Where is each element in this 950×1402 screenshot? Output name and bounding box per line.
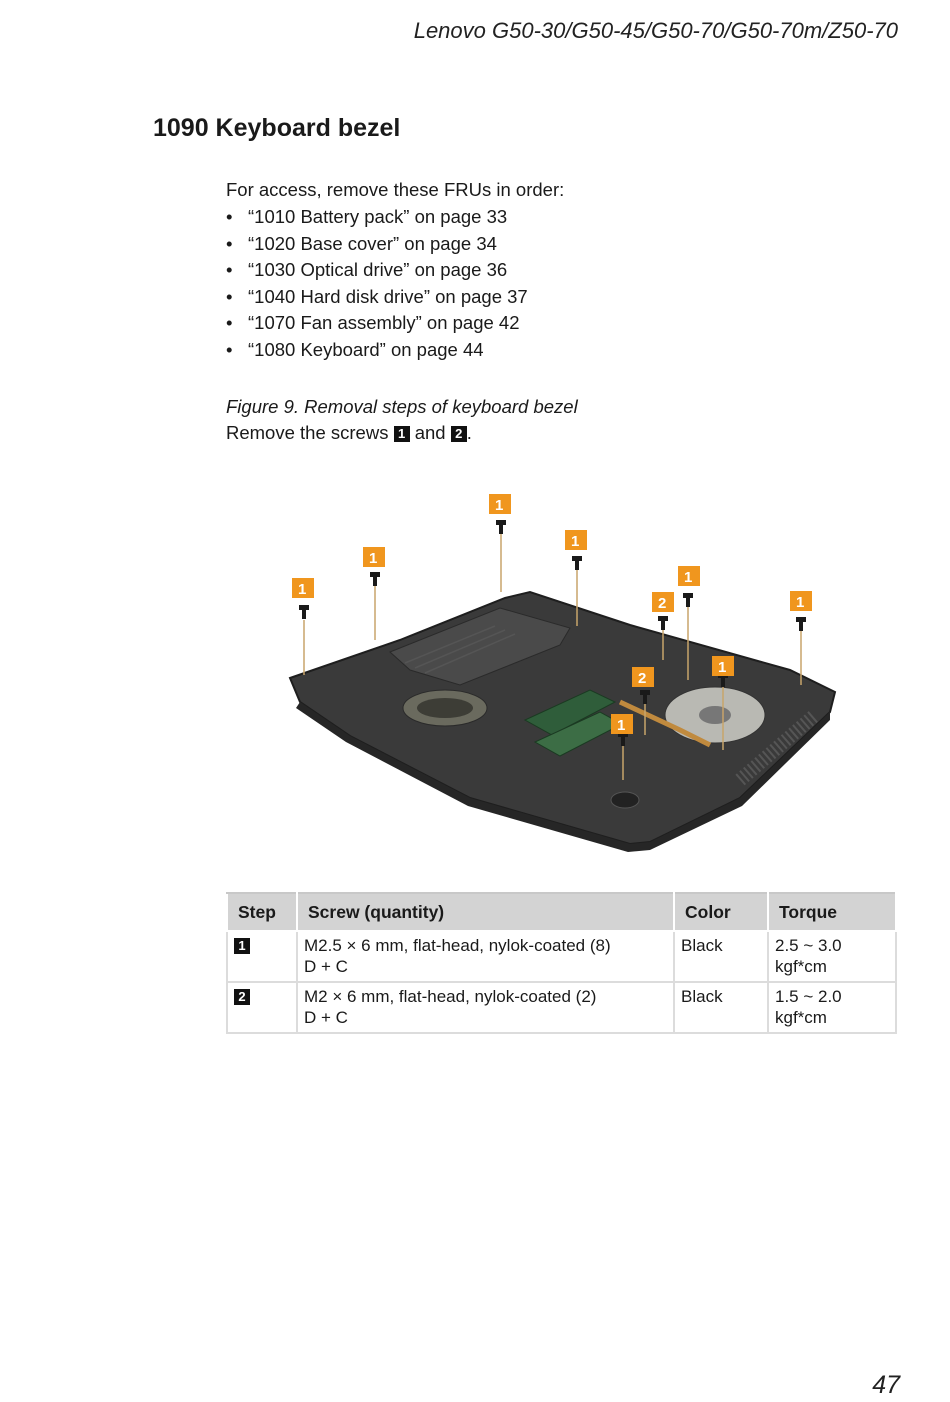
- screw-spec: M2.5 × 6 mm, flat-head, nylok-coated (8): [304, 936, 611, 955]
- color-cell: Black: [673, 930, 769, 983]
- callouts: 1 1 1 1 1 2 1 2 1 1: [292, 494, 812, 734]
- table-row: 1 M2.5 × 6 mm, flat-head, nylok-coated (…: [226, 930, 897, 983]
- compartment-ribs: [404, 625, 516, 674]
- access-intro: For access, remove these FRUs in order:: [226, 179, 565, 200]
- fru-link-fan-assembly[interactable]: “1070 Fan assembly” on page 42: [226, 310, 528, 337]
- callout-step-1: 1: [489, 494, 511, 514]
- fan-hub: [699, 706, 731, 724]
- column-header-torque: Torque: [767, 892, 897, 932]
- table-row: 2 M2 × 6 mm, flat-head, nylok-coated (2)…: [226, 981, 897, 1034]
- column-header-screw: Screw (quantity): [296, 892, 675, 932]
- screw-icon: [370, 572, 380, 586]
- callout-label: 1: [571, 533, 579, 550]
- instruction-prefix: Remove the screws: [226, 422, 389, 443]
- screw-icon: [572, 556, 582, 570]
- screw-icon: [299, 605, 309, 619]
- speaker: [610, 791, 640, 809]
- step-2-badge: 2: [450, 426, 467, 442]
- callout-step-2: 2: [632, 667, 654, 687]
- page-number: 47: [872, 1371, 900, 1399]
- screw-icon: [658, 616, 668, 630]
- callout-label: 1: [369, 550, 377, 567]
- callout-step-1: 1: [712, 656, 734, 676]
- fru-link-optical-drive[interactable]: “1030 Optical drive” on page 36: [226, 257, 528, 284]
- callout-label: 1: [617, 717, 625, 734]
- callout-label: 1: [298, 581, 306, 598]
- fru-link-base-cover[interactable]: “1020 Base cover” on page 34: [226, 231, 528, 258]
- callout-label: 1: [796, 594, 804, 611]
- step-1-badge: 1: [234, 938, 250, 954]
- callout-step-1: 1: [678, 566, 700, 586]
- callout-label: 1: [718, 659, 726, 676]
- step-cell: 2: [226, 981, 298, 1034]
- fru-list: “1010 Battery pack” on page 33 “1020 Bas…: [226, 204, 528, 363]
- screw-icon: [618, 732, 628, 746]
- screw-location: D + C: [304, 957, 348, 976]
- memory-module: [523, 689, 617, 736]
- callout-label: 2: [638, 670, 646, 687]
- callout-label: 1: [684, 569, 692, 586]
- callout-step-1: 1: [292, 578, 314, 598]
- side-vent-grille: [735, 709, 820, 786]
- callout-step-2: 2: [652, 592, 674, 612]
- screws: [299, 520, 806, 746]
- torque-cell: 1.5 ~ 2.0 kgf*cm: [767, 981, 897, 1034]
- screw-cell: M2.5 × 6 mm, flat-head, nylok-coated (8)…: [296, 930, 675, 983]
- screw-icon: [640, 690, 650, 704]
- column-header-color: Color: [673, 892, 769, 932]
- step-2-badge: 2: [234, 989, 250, 1005]
- screw-cell: M2 × 6 mm, flat-head, nylok-coated (2) D…: [296, 981, 675, 1034]
- callout-step-1: 1: [565, 530, 587, 550]
- step-1-badge: 1: [393, 426, 410, 442]
- fan-vent-left-inner: [417, 698, 473, 718]
- screw-spec: M2 × 6 mm, flat-head, nylok-coated (2): [304, 987, 597, 1006]
- table-header-row: Step Screw (quantity) Color Torque: [226, 892, 897, 932]
- keyboard-bezel-illustration: 1 1 1 1 1 2 1 2 1 1: [270, 480, 870, 860]
- step-cell: 1: [226, 930, 298, 983]
- instruction: Remove the screws 1 and 2.: [226, 422, 472, 444]
- screw-location: D + C: [304, 1008, 348, 1027]
- screw-icon: [496, 520, 506, 534]
- fru-link-keyboard[interactable]: “1080 Keyboard” on page 44: [226, 337, 528, 364]
- screw-icon: [683, 593, 693, 607]
- fru-link-battery-pack[interactable]: “1010 Battery pack” on page 33: [226, 204, 528, 231]
- color-cell: Black: [673, 981, 769, 1034]
- screw-icon: [796, 617, 806, 631]
- fru-link-hard-disk-drive[interactable]: “1040 Hard disk drive” on page 37: [226, 284, 528, 311]
- column-header-step: Step: [226, 892, 298, 932]
- instruction-and: and: [414, 422, 446, 443]
- callout-label: 2: [658, 595, 666, 612]
- section-title: 1090 Keyboard bezel: [153, 114, 401, 142]
- leader-lines: [303, 532, 802, 780]
- callout-label: 1: [495, 497, 503, 514]
- laptop-bottom-illustration: 1 1 1 1 1 2 1 2 1 1: [288, 494, 837, 852]
- callout-step-1: 1: [611, 714, 633, 734]
- callout-step-1: 1: [363, 547, 385, 567]
- screw-table: Step Screw (quantity) Color Torque 1 M2.…: [226, 892, 897, 1034]
- callout-step-1: 1: [790, 591, 812, 611]
- figure-caption: Figure 9. Removal steps of keyboard beze…: [226, 396, 578, 417]
- battery-compartment: [389, 607, 571, 686]
- heat-pipe: [618, 699, 712, 748]
- torque-cell: 2.5 ~ 3.0 kgf*cm: [767, 930, 897, 983]
- instruction-suffix: .: [466, 422, 472, 443]
- running-header: Lenovo G50-30/G50-45/G50-70/G50-70m/Z50-…: [413, 18, 898, 43]
